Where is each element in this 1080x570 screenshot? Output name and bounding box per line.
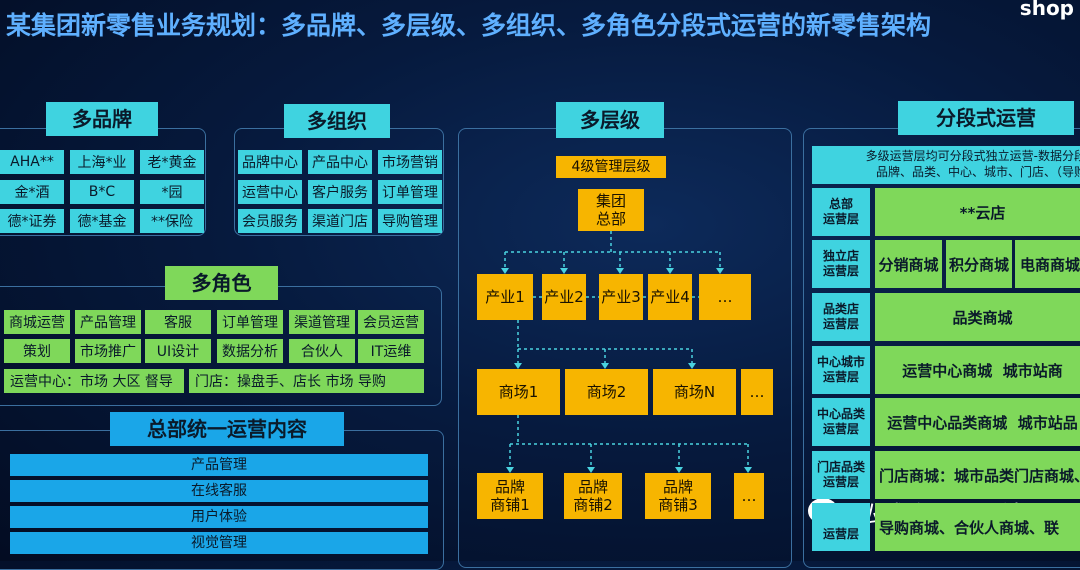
- group-node-label: 集团 总部: [595, 192, 626, 228]
- connector-arrow: [514, 363, 522, 369]
- role-item: 渠道管理: [289, 310, 355, 334]
- org-item: 客户服务: [308, 180, 372, 204]
- role-item: 客服: [145, 310, 211, 334]
- segment-content: 积分商城: [946, 240, 1012, 288]
- connector-arrow: [616, 268, 624, 274]
- connector-arrow: [716, 268, 724, 274]
- role-item-wide: 运营中心：市场 大区 督导: [4, 369, 184, 393]
- org-item: 运营中心: [238, 180, 302, 204]
- mall-node: 商场2: [565, 369, 648, 415]
- segment-layer-label: 总部 运营层: [812, 188, 870, 236]
- roles-header: 多角色: [165, 266, 278, 300]
- hq-item: 用户体验: [10, 506, 428, 528]
- brand-item: 上海*业: [70, 150, 134, 174]
- segment-desc: 多级运营层均可分段式独立运营-数据分段 品牌、品类、中心、城市、门店、（导购: [812, 146, 1080, 184]
- industry-node: 产业3: [599, 274, 643, 320]
- role-item: 产品管理: [75, 310, 141, 334]
- segment-layer-label: 品类店 运营层: [812, 293, 870, 341]
- mall-node: 商场N: [653, 369, 736, 415]
- role-item: 策划: [4, 339, 70, 363]
- brand-item: AHA**: [0, 150, 64, 174]
- industry-node: …: [699, 274, 751, 320]
- role-item: 合伙人: [289, 339, 355, 363]
- hq-item: 视觉管理: [10, 532, 428, 554]
- segment-content: 运营中心商城 城市站商: [875, 346, 1080, 394]
- role-item: 订单管理: [217, 310, 283, 334]
- group-node: 集团 总部: [578, 189, 644, 231]
- connector-arrow: [675, 467, 683, 473]
- org-item: 渠道门店: [308, 209, 372, 233]
- role-item-wide: 门店：操盘手、店长 市场 导购: [189, 369, 424, 393]
- segment-desc-text: 多级运营层均可分段式独立运营-数据分段 品牌、品类、中心、城市、门店、（导购: [865, 149, 1080, 179]
- org-item: 会员服务: [238, 209, 302, 233]
- page-title: 某集团新零售业务规划：多品牌、多层级、多组织、多角色分段式运营的新零售架构: [6, 11, 932, 40]
- segment-content: 运营中心品类商城 城市站品: [875, 398, 1080, 446]
- brand-item: 金*酒: [0, 180, 64, 204]
- shop-node: 品牌 商铺3: [645, 473, 711, 519]
- role-item: 商城运营: [4, 310, 70, 334]
- segment-header: 分段式运营: [898, 101, 1074, 135]
- segment-layer-label: 中心品类 运营层: [812, 398, 870, 446]
- brand-item: **保险: [140, 209, 204, 233]
- role-item: IT运维: [358, 339, 424, 363]
- industry-node: 产业2: [542, 274, 586, 320]
- org-item: 品牌中心: [238, 150, 302, 174]
- hq-item: 在线客服: [10, 480, 428, 502]
- brand-item: 德*证券: [0, 209, 64, 233]
- industry-node: 产业1: [477, 274, 533, 320]
- segment-content: 电商商城: [1015, 240, 1080, 288]
- levels-tag: 4级管理层级: [556, 156, 666, 178]
- connector-arrow: [560, 268, 568, 274]
- hq-item: 产品管理: [10, 454, 428, 476]
- orgs-header: 多组织: [284, 104, 390, 138]
- segment-content: 门店商城：城市品类门店商城、: [875, 451, 1080, 499]
- segment-layer-label: 门店品类 运营层: [812, 451, 870, 499]
- org-item: 导购管理: [378, 209, 442, 233]
- segment-layer-label: 独立店 运营层: [812, 240, 870, 288]
- org-item: 订单管理: [378, 180, 442, 204]
- org-item: 产品中心: [308, 150, 372, 174]
- role-item: 会员运营: [358, 310, 424, 334]
- hq-header: 总部统一运营内容: [110, 412, 344, 446]
- shop-node: 品牌 商铺2: [564, 473, 622, 519]
- connector-arrow: [744, 467, 752, 473]
- role-item: 数据分析: [217, 339, 283, 363]
- org-item: 市场营销: [378, 150, 442, 174]
- mall-node: 商场1: [477, 369, 560, 415]
- levels-header: 多层级: [556, 102, 664, 138]
- brand-item: B*C: [70, 180, 134, 204]
- brand-item: *园: [140, 180, 204, 204]
- segment-content: 分销商城: [875, 240, 942, 288]
- brand-logo: shop: [1019, 0, 1074, 20]
- brands-header: 多品牌: [46, 102, 158, 136]
- segment-layer-label: 中心城市 运营层: [812, 346, 870, 394]
- connector-arrow: [587, 467, 595, 473]
- connector-arrow: [506, 467, 514, 473]
- industry-node: 产业4: [648, 274, 692, 320]
- segment-content: **云店: [875, 188, 1080, 236]
- connector-arrow: [601, 363, 609, 369]
- segment-content: 导购商城、合伙人商城、联: [875, 503, 1080, 551]
- brand-item: 老*黄金: [140, 150, 204, 174]
- shop-node: 品牌 商铺1: [477, 473, 543, 519]
- role-item: 市场推广: [75, 339, 141, 363]
- connector-arrow: [666, 268, 674, 274]
- shop-node: …: [734, 473, 764, 519]
- connector-arrow: [688, 363, 696, 369]
- segment-content: 品类商城: [875, 293, 1080, 341]
- role-item: UI设计: [145, 339, 211, 363]
- mall-node: …: [741, 369, 773, 415]
- brand-item: 德*基金: [70, 209, 134, 233]
- segment-layer-label: 运营层: [812, 503, 870, 551]
- connector-arrow: [501, 268, 509, 274]
